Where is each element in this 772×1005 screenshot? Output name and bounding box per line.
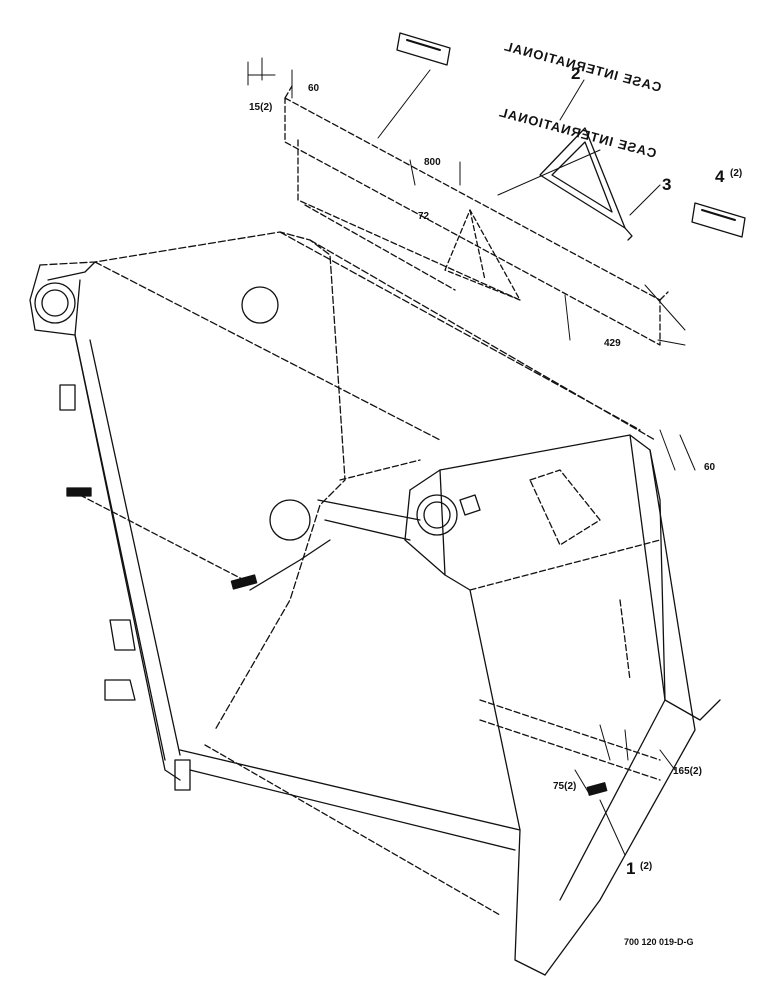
dim-75: 75(2) <box>553 781 576 792</box>
dim-60-right: 60 <box>704 462 716 473</box>
dimension-labels: 15(2) 60 800 72 429 60 75(2) 165(2) <box>249 83 716 792</box>
mirrored-logo-text-top: CASE INTERNATIONAL <box>502 38 663 95</box>
mirrored-logo-text-bottom: CASE INTERNATIONAL <box>497 104 658 161</box>
callout-3-number: 3 <box>662 175 671 194</box>
callout-1-number: 1 <box>626 859 635 878</box>
top-reflector-decal <box>396 32 451 66</box>
callout-2-number: 2 <box>571 64 580 83</box>
center-cross-tube <box>249 459 421 591</box>
dim-72: 72 <box>418 211 430 222</box>
lower-cross-member <box>479 699 661 781</box>
dim-429: 429 <box>604 338 621 349</box>
left-frame-posts <box>59 334 181 761</box>
dim-60-top: 60 <box>308 83 320 94</box>
left-side-plate <box>29 231 346 791</box>
callout-4-qty: (2) <box>730 168 742 179</box>
callout-1-qty: (2) <box>640 861 652 872</box>
part-3-smv-emblem <box>539 127 633 241</box>
upper-panel <box>284 85 669 346</box>
top-cross-tube <box>94 231 656 441</box>
drawing-reference-number: 700 120 019-D-G <box>624 937 694 947</box>
right-outer-frame <box>544 434 696 976</box>
part-1-decal <box>586 782 608 796</box>
dim-165: 165(2) <box>673 766 702 777</box>
leader-lines <box>377 69 661 856</box>
right-side-plate <box>404 434 721 976</box>
dim-15: 15(2) <box>249 102 272 113</box>
callout-labels: 2 3 4 (2) 1 (2) <box>571 64 742 878</box>
mirrored-logo: CASE INTERNATIONAL CASE INTERNATIONAL <box>497 38 663 161</box>
bottom-cross-tube <box>179 744 521 916</box>
dimension-lines <box>247 57 696 771</box>
dim-800: 800 <box>424 157 441 168</box>
panel-emblem-outline <box>444 209 521 301</box>
callout-4-number: 4 <box>715 167 725 186</box>
part-4-reflector-decal <box>691 202 746 238</box>
left-decal-strips <box>66 487 258 590</box>
